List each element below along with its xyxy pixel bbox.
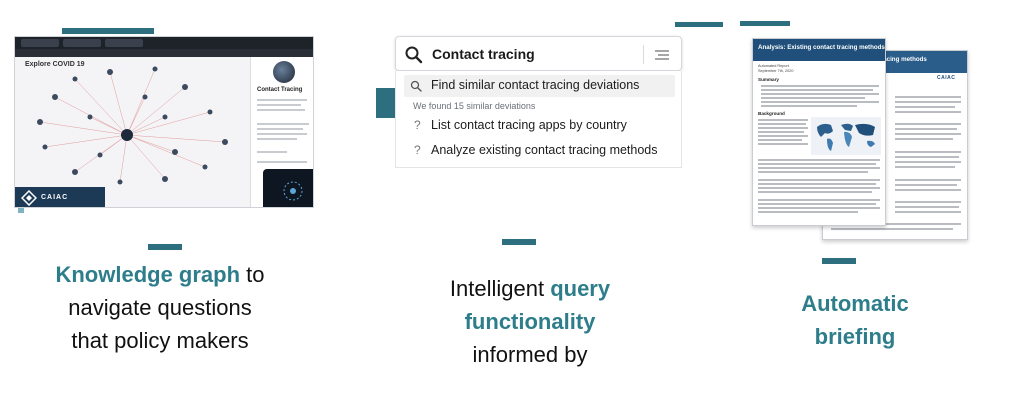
doc-meta: September 7th, 2020 — [758, 69, 794, 73]
graph-node — [162, 176, 168, 182]
graph-node — [97, 152, 103, 158]
graph-node — [222, 139, 228, 145]
decor-bar — [502, 239, 536, 245]
caption-text: to — [240, 262, 265, 287]
caption-highlight: query — [550, 276, 611, 301]
doc-header: Analysis: Existing contact tracing metho… — [753, 39, 885, 61]
graph-node — [42, 144, 48, 150]
browser-tab[interactable] — [63, 39, 101, 47]
text-line — [257, 109, 305, 111]
caption-briefing: Automatic briefing — [740, 287, 970, 353]
detail-title: Contact Tracing — [257, 87, 303, 93]
caption-text: that policy makers — [71, 328, 249, 353]
doc-section-heading: Summary — [758, 77, 779, 82]
graph-node — [37, 119, 43, 125]
doc-title: Analysis: Existing contact tracing metho… — [758, 44, 885, 51]
knowledge-graph-screenshot: Explore COVID 19 Contact Trac — [14, 36, 314, 208]
graph-node — [162, 114, 168, 120]
caption-query: Intelligent query functionality informed… — [380, 272, 680, 371]
suggestion-item[interactable]: Find similar contact tracing deviations — [431, 78, 640, 92]
text-line — [257, 161, 307, 163]
app-toolbar — [15, 49, 313, 57]
search-divider — [643, 45, 644, 64]
doc-meta: Automated Report — [758, 64, 789, 68]
search-bar[interactable]: Contact tracing — [395, 36, 682, 71]
decor-bar — [376, 88, 396, 118]
graph-node — [52, 94, 58, 100]
text-line — [257, 99, 307, 101]
caiac-logo-icon — [21, 190, 37, 206]
graph-canvas[interactable] — [15, 57, 250, 187]
caption-text: Intelligent — [449, 276, 551, 301]
graph-node — [72, 169, 78, 175]
browser-tab[interactable] — [21, 39, 59, 47]
graph-node — [207, 109, 213, 115]
filter-menu-icon[interactable] — [653, 48, 671, 62]
caiac-footer: CAIAC — [15, 187, 105, 207]
caption-text: informed by — [472, 342, 588, 367]
caption-highlight: briefing — [814, 324, 896, 349]
graph-node — [172, 149, 178, 155]
world-map-figure — [811, 117, 881, 155]
search-icon — [410, 80, 422, 92]
question-icon: ? — [414, 118, 421, 132]
text-line — [257, 138, 297, 140]
search-input[interactable]: Contact tracing — [432, 46, 535, 62]
doc-title: contact tracing methods — [855, 56, 927, 63]
graph-node — [87, 114, 93, 120]
decor-bar — [675, 22, 723, 27]
graph-node — [117, 179, 123, 185]
text-line — [257, 128, 303, 130]
briefing-doc-front: Analysis: Existing contact tracing metho… — [752, 38, 886, 226]
mini-graph-preview — [263, 169, 313, 207]
decor-bar — [822, 258, 856, 264]
search-icon — [405, 46, 423, 64]
text-line — [257, 104, 301, 106]
decor-bar — [18, 205, 24, 213]
caiac-logo-text: CAIAC — [41, 194, 69, 201]
graph-node — [202, 164, 208, 170]
decor-bar — [740, 21, 790, 26]
graph-node — [142, 94, 148, 100]
caption-knowledge-graph: Knowledge graph to navigate questions th… — [10, 258, 310, 357]
text-line — [257, 123, 309, 125]
graph-node — [152, 66, 158, 72]
question-icon: ? — [414, 143, 421, 157]
text-line — [257, 133, 307, 135]
doc-logo-text: CAIAC — [937, 75, 956, 81]
text-line — [257, 151, 287, 153]
suggestion-item[interactable]: List contact tracing apps by country — [431, 118, 627, 132]
decor-bar — [148, 244, 182, 250]
doc-section-heading: Background — [758, 111, 785, 116]
graph-center-node — [121, 129, 133, 141]
topic-avatar — [273, 61, 295, 83]
app-title: Explore COVID 19 — [25, 61, 85, 68]
browser-tab[interactable] — [105, 39, 143, 47]
graph-node — [182, 84, 188, 90]
graph-node — [72, 76, 78, 82]
graph-node — [107, 69, 113, 75]
search-suggestions: Find similar contact tracing deviations … — [395, 71, 682, 168]
caption-highlight: Knowledge graph — [55, 262, 241, 287]
app-top-bar — [15, 37, 313, 49]
suggestion-item[interactable]: Analyze existing contact tracing methods — [431, 143, 658, 157]
similar-count-note: We found 15 similar deviations — [413, 101, 536, 111]
caption-highlight: Automatic — [801, 291, 909, 316]
decor-bar — [62, 28, 154, 34]
caption-highlight: functionality — [464, 309, 596, 334]
caption-text: navigate questions — [68, 295, 252, 320]
suggestion-item-highlighted[interactable] — [404, 75, 675, 97]
